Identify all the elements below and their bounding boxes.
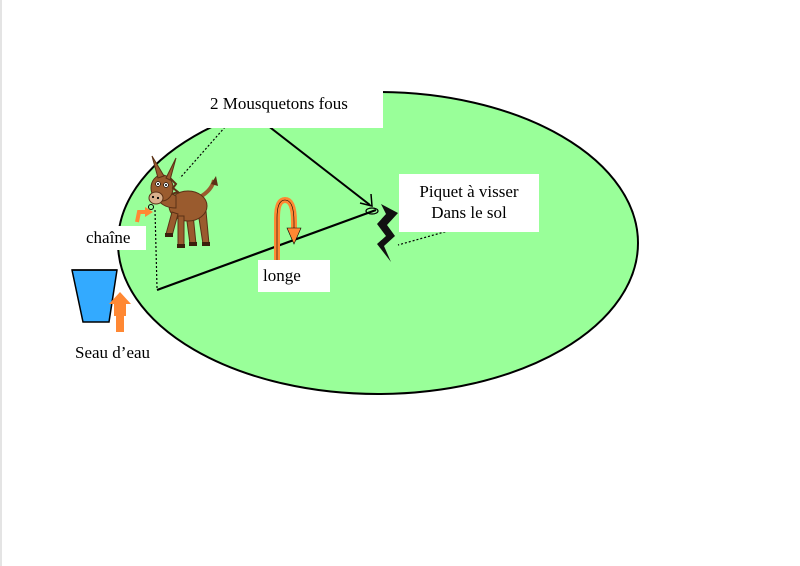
arrow-to-stake-head bbox=[359, 193, 373, 207]
label-chaine: chaîne bbox=[82, 226, 146, 250]
arrow-to-stake-line bbox=[257, 117, 371, 206]
up-arrow-icon bbox=[109, 292, 131, 332]
rotation-arrow-icon bbox=[274, 197, 302, 262]
label-piquet-line2: Dans le sol bbox=[431, 203, 507, 222]
chain-pointer-icon bbox=[135, 207, 153, 223]
label-piquet: Piquet à visser Dans le sol bbox=[399, 174, 539, 232]
label-chaine-text: chaîne bbox=[86, 228, 131, 247]
label-mousquetons: 2 Mousquetons fous bbox=[205, 88, 383, 128]
label-longe: longe bbox=[258, 260, 330, 292]
label-piquet-line1: Piquet à visser bbox=[419, 182, 519, 201]
leader-mousqueton-left bbox=[179, 117, 234, 179]
label-seau-text: Seau d’eau bbox=[75, 343, 151, 362]
stake-icon bbox=[365, 204, 398, 262]
label-seau: Seau d’eau bbox=[72, 340, 168, 366]
label-longe-text: longe bbox=[263, 266, 301, 285]
donkey-icon bbox=[148, 155, 218, 248]
label-mousquetons-text: 2 Mousquetons fous bbox=[210, 94, 348, 113]
longe-rope bbox=[156, 208, 377, 292]
chain-dotted-line bbox=[154, 209, 158, 289]
bucket-icon bbox=[71, 269, 118, 323]
